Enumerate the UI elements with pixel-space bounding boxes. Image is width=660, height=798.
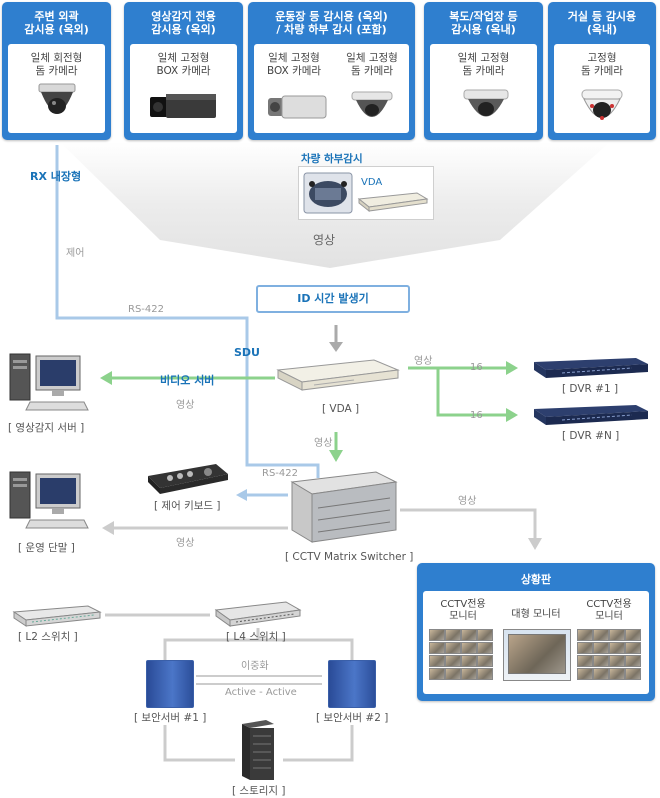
cctv-monitor-left-label: CCTV전용 모니터 <box>440 599 486 622</box>
video-detect-server-pc-icon <box>9 353 89 411</box>
id-time-label: ID 시간 발생기 <box>297 292 369 305</box>
camera-group-title: 거실 등 감시용 (옥내) <box>567 10 637 36</box>
count-16-a-label: 16 <box>470 362 483 373</box>
security-server-2-label: [ 보안서버 #2 ] <box>316 712 389 724</box>
storage-label: [ 스토리지 ] <box>232 785 286 797</box>
dvr-1-label: [ DVR #1 ] <box>562 383 619 395</box>
control-label: 제어 <box>66 248 85 259</box>
operator-terminal-label: [ 운영 단말 ] <box>18 542 75 554</box>
l2-switch-icon <box>12 605 102 627</box>
dome-camera-icon <box>463 89 509 117</box>
operator-terminal-pc-icon <box>9 471 89 529</box>
camera-group-living-room: 거실 등 감시용 (옥내) 고정형 돔 카메라 <box>548 2 656 140</box>
security-server-1-icon <box>146 660 194 708</box>
video-server-label: 비디오 서버 <box>160 374 215 387</box>
rs422-mid-label: RS-422 <box>262 468 298 479</box>
ir-dome-camera-icon <box>581 89 623 120</box>
dvr-n-label: [ DVR #N ] <box>562 430 620 442</box>
dvr-1-icon <box>534 358 648 378</box>
box-camera-icon <box>150 94 216 118</box>
video-detect-server-label: [ 영상감지 서버 ] <box>8 422 85 434</box>
control-keyboard-icon <box>148 464 228 494</box>
storage-rack-icon <box>242 720 274 780</box>
vehicle-under-label: 차량 하부감시 <box>301 153 363 165</box>
active-active-label: Active - Active <box>225 687 297 698</box>
security-server-2-icon <box>328 660 376 708</box>
camera-label: 일체 고정형 BOX 카메라 <box>156 52 211 77</box>
ptz-dome-camera-icon <box>38 83 76 114</box>
cctv-monitor-right-wall <box>577 629 643 689</box>
control-keyboard-label: [ 제어 키보드 ] <box>154 500 221 512</box>
vda-small-icon <box>357 192 429 213</box>
camera-group-title: 주변 외곽 감시용 (옥외) <box>24 10 89 36</box>
camera-group-video-detect: 영상감지 전용 감시용 (옥외) 일체 고정형 BOX 카메라 <box>124 2 243 140</box>
camera-label: 일체 고정형 돔 카메라 <box>346 52 398 77</box>
redundancy-label: 이중화 <box>241 661 269 672</box>
video-right-top-label: 영상 <box>414 356 433 367</box>
cctv-monitor-right-label: CCTV전용 모니터 <box>586 599 632 622</box>
l4-switch-label: [ L4 스위치 ] <box>226 631 286 643</box>
camera-label: 일체 고정형 돔 카메라 <box>457 52 510 77</box>
matrix-switcher-label: [ CCTV Matrix Switcher ] <box>285 551 414 563</box>
vda-device-icon <box>276 359 400 391</box>
camera-label: 일체 회전형 돔 카메라 <box>30 52 83 77</box>
l4-switch-icon <box>214 601 302 627</box>
vda-label: [ VDA ] <box>322 403 360 415</box>
count-16-b-label: 16 <box>470 410 483 421</box>
video-funnel-label: 영상 <box>313 233 336 247</box>
situation-board: 상황판 CCTV전용 모니터 대형 모니터 CCTV전용 모니터 <box>417 563 655 701</box>
rx-label: RX 내장형 <box>30 170 82 183</box>
camera-group-title: 복도/작업장 등 감시용 (옥내) <box>449 10 518 36</box>
vda-small-label: VDA <box>361 177 383 188</box>
video-mid-label: 영상 <box>314 438 333 449</box>
camera-label: 고정형 돔 카메라 <box>581 52 623 77</box>
vehicle-under-camera-icon <box>303 172 353 214</box>
dome-camera-icon <box>351 91 393 117</box>
camera-group-perimeter: 주변 외곽 감시용 (옥외) 일체 회전형 돔 카메라 <box>2 2 111 140</box>
sdu-label: SDU <box>234 346 260 359</box>
camera-label: 일체 고정형 BOX 카메라 <box>266 52 322 77</box>
dvr-n-icon <box>534 405 648 425</box>
vehicle-under-panel: VDA <box>298 166 434 220</box>
box-camera-icon <box>268 95 327 119</box>
camera-group-title: 영상감지 전용 감시용 (옥외) <box>151 10 216 36</box>
video-left-1-label: 영상 <box>176 400 195 411</box>
id-time-generator: ID 시간 발생기 <box>256 285 410 313</box>
camera-group-corridor: 복도/작업장 등 감시용 (옥내) 일체 고정형 돔 카메라 <box>424 2 543 140</box>
video-right-mid-label: 영상 <box>458 496 477 507</box>
security-server-1-label: [ 보안서버 #1 ] <box>134 712 207 724</box>
camera-group-field: 운동장 등 감시용 (옥외) / 차량 하부 감시 (포함) 일체 고정형 BO… <box>248 2 415 140</box>
situation-board-title: 상황판 <box>520 573 552 586</box>
large-monitor-display <box>503 629 571 681</box>
rs422-top-label: RS-422 <box>128 304 164 315</box>
cctv-monitor-left-wall <box>429 629 495 689</box>
camera-group-title: 운동장 등 감시용 (옥외) / 차량 하부 감시 (포함) <box>275 10 388 36</box>
video-left-2-label: 영상 <box>176 538 195 549</box>
large-monitor-label: 대형 모니터 <box>511 609 561 620</box>
matrix-switcher-icon <box>290 471 398 543</box>
l2-switch-label: [ L2 스위치 ] <box>18 631 78 643</box>
